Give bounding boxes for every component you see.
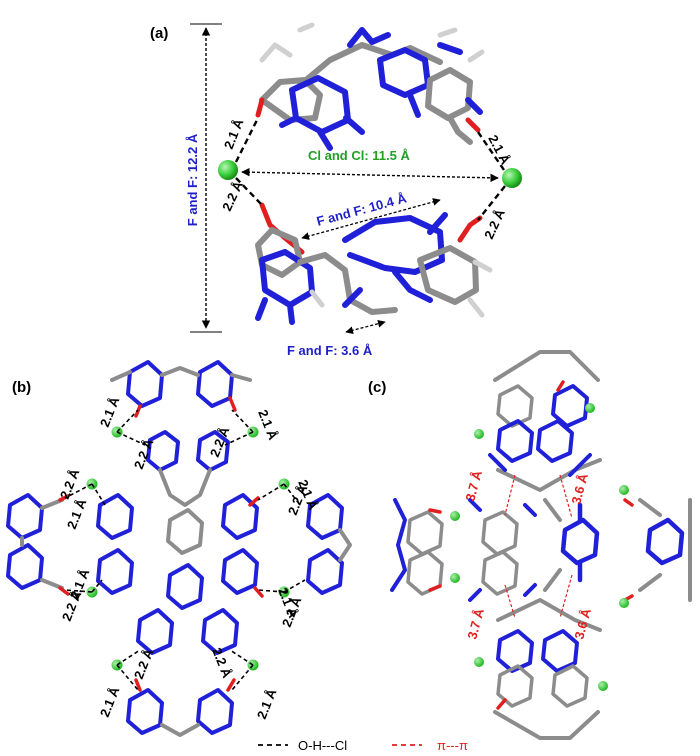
legend-hbond-label: O-H---Cl bbox=[298, 738, 347, 753]
chloride-left bbox=[218, 160, 238, 180]
panel-c: (c) bbox=[368, 350, 692, 740]
b-label-1: 2.1 Å bbox=[97, 394, 123, 429]
panel-c-framework bbox=[390, 350, 692, 740]
hbond-label-bl: 2.2 Å bbox=[219, 178, 246, 213]
panel-a-hbonds bbox=[234, 117, 506, 221]
lower-molecule bbox=[255, 202, 493, 325]
f-f-vertical-label: F and F: 12.2 Å bbox=[185, 133, 200, 226]
f-f-bottom-arrow bbox=[345, 319, 386, 335]
cl-cl-arrow bbox=[241, 167, 499, 183]
panel-b-label: (b) bbox=[12, 379, 31, 396]
panel-b: (b) bbox=[6, 360, 352, 737]
legend-pipi-label: π---π bbox=[437, 738, 468, 753]
b-label-15: 2.1 Å bbox=[97, 684, 123, 719]
b-label-6: 2.1 Å bbox=[64, 496, 90, 531]
c-label-3: 3.7 Å bbox=[464, 606, 487, 640]
b-label-10: 2.2 Å bbox=[59, 588, 85, 623]
hbond-label-tl: 2.1 Å bbox=[221, 116, 247, 151]
upper-molecule bbox=[255, 22, 485, 151]
panel-b-framework bbox=[6, 360, 352, 737]
panel-b-hbonds bbox=[64, 409, 306, 691]
chloride-right bbox=[502, 168, 522, 188]
cl-cl-label: Cl and Cl: 11.5 Å bbox=[308, 148, 410, 163]
panel-c-label: (c) bbox=[368, 379, 386, 396]
c-label-2: 3.6 Å bbox=[568, 471, 591, 505]
panel-a-label: (a) bbox=[150, 25, 168, 42]
f-f-mid-label: F and F: 10.4 Å bbox=[315, 190, 409, 229]
panel-c-chlorides bbox=[450, 403, 629, 691]
c-label-4: 3.6 Å bbox=[571, 606, 594, 640]
panel-c-pipi bbox=[504, 474, 573, 619]
b-label-13: 2.2 Å bbox=[131, 646, 157, 681]
c-label-1: 3.7 Å bbox=[462, 468, 485, 502]
b-label-5: 2.2 Å bbox=[57, 466, 83, 501]
b-label-14: 2.2 Å bbox=[209, 646, 235, 681]
legend: O-H---Cl π---π bbox=[258, 738, 468, 753]
f-f-bottom-label: F and F: 3.6 Å bbox=[287, 343, 373, 358]
b-label-2: 2.1 Å bbox=[255, 408, 281, 443]
b-label-16: 2.1 Å bbox=[254, 686, 280, 721]
panel-a: (a) F and F: 12.2 Å bbox=[150, 22, 522, 358]
f-f-mid-arrow bbox=[301, 198, 441, 240]
